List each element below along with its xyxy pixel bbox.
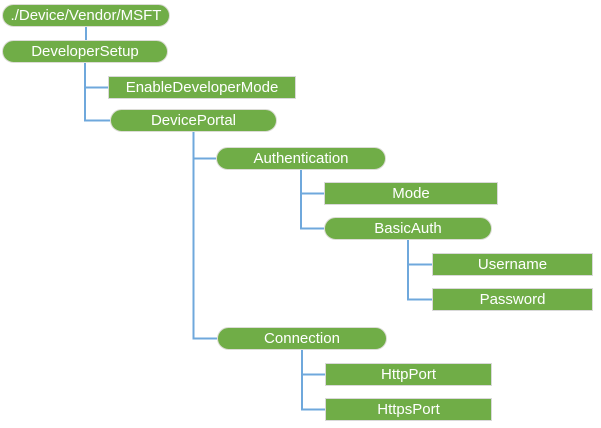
- connector-basicauth-to-password: [407, 264, 432, 301]
- connector-authentication-to-mode: [300, 170, 324, 195]
- tree-node-label: HttpPort: [380, 366, 437, 383]
- tree-node-httpsport: HttpsPort: [325, 398, 492, 421]
- tree-node-label: Mode: [392, 185, 430, 202]
- connector-basicauth-to-username: [407, 240, 432, 266]
- tree-node-basicauth: BasicAuth: [324, 217, 492, 240]
- connector-authentication-to-basicauth: [300, 193, 324, 230]
- tree-node-developersetup: DeveloperSetup: [2, 40, 168, 63]
- connector-developersetup-to-deviceportal: [84, 87, 110, 122]
- tree-node-label: Authentication: [253, 150, 349, 167]
- tree-node-label: BasicAuth: [374, 220, 442, 237]
- connector-deviceportal-to-connection: [192, 158, 217, 340]
- connector-deviceportal-to-authentication: [192, 132, 216, 160]
- tree-node-password: Password: [432, 288, 593, 311]
- tree-node-label: DeveloperSetup: [31, 43, 139, 60]
- connector-connection-to-httpsport: [301, 374, 325, 411]
- tree-node-label: DevicePortal: [150, 112, 237, 129]
- tree-node-label: Username: [477, 256, 548, 273]
- tree-node-mode: Mode: [324, 182, 498, 205]
- tree-node-authentication: Authentication: [216, 147, 386, 170]
- tree-node-username: Username: [432, 253, 593, 276]
- tree-node-label: Connection: [264, 330, 340, 347]
- tree-node-root: ./Device/Vendor/MSFT: [2, 4, 170, 27]
- tree-node-label: EnableDeveloperMode: [125, 79, 279, 96]
- tree-node-deviceportal: DevicePortal: [110, 109, 277, 132]
- tree-node-enabledevelopermode: EnableDeveloperMode: [108, 76, 296, 99]
- connector-developersetup-to-enabledevelopermode: [84, 63, 108, 89]
- tree-node-connection: Connection: [217, 327, 387, 350]
- tree-node-httpport: HttpPort: [325, 363, 492, 386]
- tree-node-label: ./Device/Vendor/MSFT: [10, 7, 162, 24]
- tree-node-label: Password: [479, 291, 546, 308]
- tree-node-label: HttpsPort: [377, 401, 440, 418]
- connector-connection-to-httpport: [301, 350, 325, 376]
